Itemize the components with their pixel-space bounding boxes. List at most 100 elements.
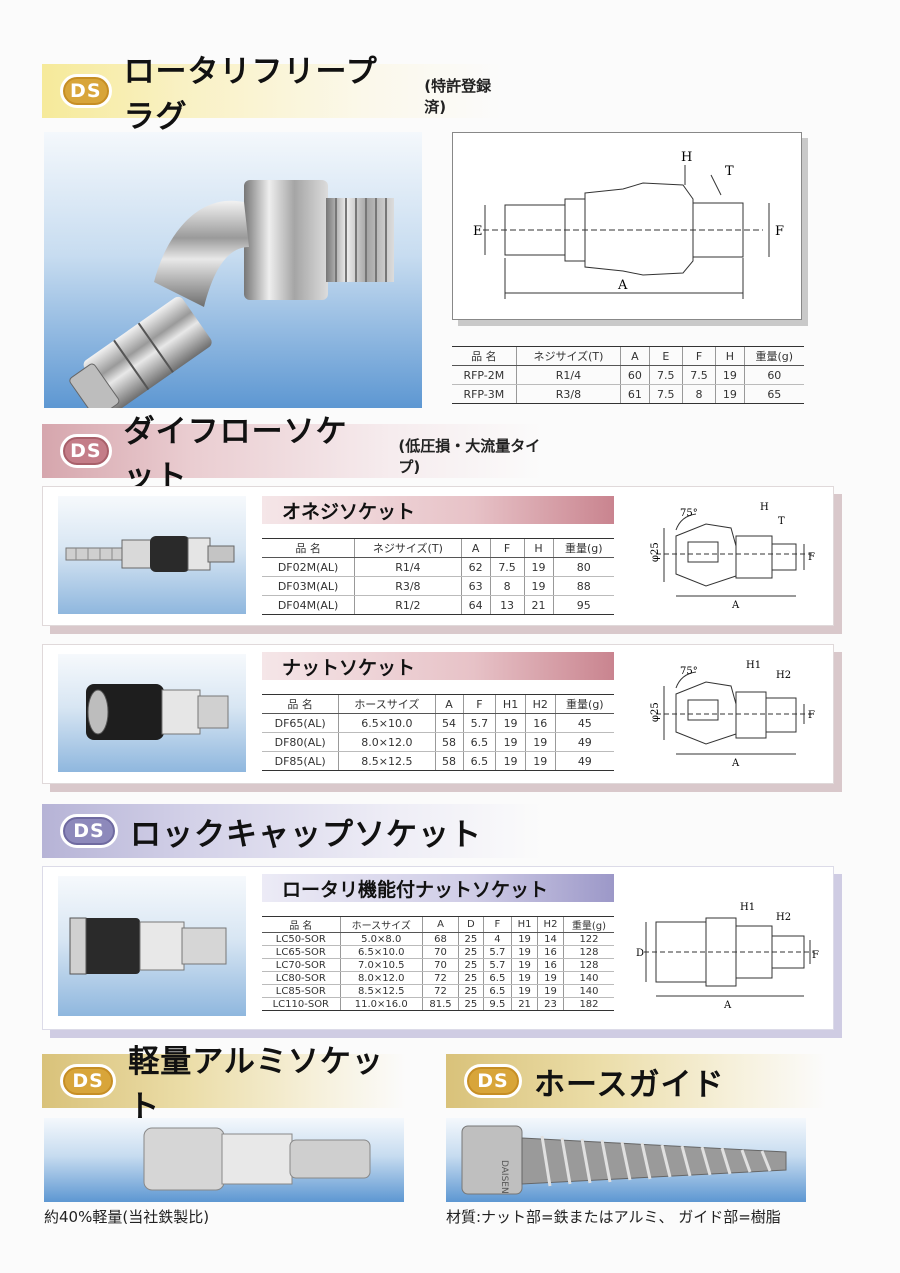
cell: 58	[434, 751, 464, 771]
label-angle: 75°	[680, 666, 698, 677]
label-phi: φ25	[650, 542, 661, 562]
table-header: A	[434, 694, 464, 714]
technical-drawing-rotary-plug: H T E F A	[452, 132, 802, 320]
section-header-rotary-free-plug: DS ロータリフリープラグ (特許登録済)	[42, 54, 502, 135]
cell: 19	[495, 732, 526, 752]
ds-logo: DS	[60, 74, 112, 108]
cell: 88	[552, 576, 614, 596]
table-row: DF03M(AL) R3/8 63 8 19 88	[262, 576, 614, 596]
cell: LC70-SOR	[262, 958, 341, 972]
cell: 4	[482, 932, 512, 946]
section-title: ホースガイド	[534, 1066, 725, 1103]
product-photo-rotary-nut-socket	[58, 876, 246, 1016]
cell: 25	[458, 945, 484, 959]
cell: RFP-3M	[452, 384, 517, 404]
table-header: 品 名	[262, 538, 355, 558]
cell: 19	[537, 971, 564, 985]
cell: 6.5×10.0	[338, 713, 435, 733]
cell: 6.5	[462, 751, 496, 771]
cell: R1/2	[354, 595, 462, 615]
table-header: 品 名	[452, 346, 517, 366]
caption-hose-guide: 材質:ナット部=鉄またはアルミ、 ガイド部=樹脂	[446, 1208, 781, 1226]
cell: 19	[524, 751, 556, 771]
subsection-title: オネジソケット	[262, 496, 614, 524]
technical-drawing-rotary-nut-socket: H1 H2 D F A	[636, 882, 822, 1014]
cell: 19	[523, 557, 554, 577]
technical-drawing-nut-socket: 75° H1 H2 φ25 F A	[636, 654, 822, 772]
section-title: ロータリフリープラグ	[123, 54, 378, 135]
subsection-title: ナットソケット	[262, 652, 614, 680]
cell: 63	[460, 576, 491, 596]
label-e: E	[473, 224, 483, 239]
cell: 72	[421, 984, 459, 998]
label-f: F	[808, 710, 815, 721]
cell: 19	[495, 713, 526, 733]
cell: R1/4	[515, 365, 621, 385]
label-h2: H2	[776, 670, 791, 681]
cell: 19	[523, 576, 554, 596]
table-header: E	[648, 346, 683, 366]
spec-table-male-thread-socket: 品 名 ネジサイズ(T) A F H 重量(g) DF02M(AL) R1/4 …	[262, 538, 614, 615]
cell: 19	[715, 365, 745, 385]
label-t: T	[725, 164, 734, 179]
cell: DF85(AL)	[262, 751, 339, 771]
label-d: D	[636, 948, 644, 959]
cell: 16	[524, 713, 556, 733]
cell: 19	[495, 751, 526, 771]
table-row: DF02M(AL) R1/4 62 7.5 19 80	[262, 557, 614, 577]
cell: 16	[537, 958, 564, 972]
cell: LC80-SOR	[262, 971, 341, 985]
cell: 81.5	[421, 997, 459, 1011]
cell: 25	[458, 932, 484, 946]
cell: 7.5	[489, 557, 524, 577]
cell: 54	[434, 713, 464, 733]
cell: 49	[554, 751, 614, 771]
label-h: H	[760, 502, 769, 513]
cell: 70	[421, 945, 459, 959]
cell: DF02M(AL)	[262, 557, 355, 577]
cell: 25	[458, 984, 484, 998]
cell: 19	[715, 384, 745, 404]
table-row: LC70-SOR 7.0×10.5 70 25 5.7 19 16 128	[262, 958, 614, 972]
cell: 8.5×12.5	[338, 751, 435, 771]
section-header-lock-cap-socket: DS ロックキャップソケット	[42, 804, 542, 858]
table-row: DF65(AL) 6.5×10.0 54 5.7 19 16 45	[262, 713, 614, 733]
section-title: 軽量アルミソケット	[128, 1044, 384, 1125]
table-header: H1	[495, 694, 526, 714]
cell: 62	[460, 557, 491, 577]
cell: 11.0×16.0	[339, 997, 423, 1011]
table-row: LC50-SOR 5.0×8.0 68 25 4 19 14 122	[262, 932, 614, 946]
cell: 14	[537, 932, 564, 946]
cell: 16	[537, 945, 564, 959]
cell: LC65-SOR	[262, 945, 341, 959]
cell: 7.5	[648, 365, 683, 385]
cell: 68	[421, 932, 459, 946]
table-header: 重量(g)	[552, 538, 614, 558]
cell: R3/8	[354, 576, 462, 596]
table-header: ネジサイズ(T)	[354, 538, 462, 558]
brand-mark: DAISEN	[499, 1160, 509, 1194]
label-t: T	[778, 516, 785, 527]
cell: 8.0×12.0	[339, 971, 423, 985]
section-title: ダイフローソケット	[123, 414, 348, 495]
label-a: A	[723, 1000, 732, 1011]
cell: 70	[421, 958, 459, 972]
cell: 58	[434, 732, 464, 752]
caption-light-alumi-socket: 約40%軽量(当社鉄製比)	[44, 1208, 210, 1226]
subsection-title: ロータリ機能付ナットソケット	[262, 874, 614, 902]
cell: 21	[523, 595, 554, 615]
table-header: D	[458, 916, 484, 933]
cell: DF03M(AL)	[262, 576, 355, 596]
cell: 49	[554, 732, 614, 752]
cell: 8.0×12.0	[338, 732, 435, 752]
cell: 19	[537, 984, 564, 998]
cell: 182	[562, 997, 614, 1011]
section-header-light-alumi-socket: DS 軽量アルミソケット	[42, 1044, 406, 1125]
cell: 25	[458, 971, 484, 985]
table-row: DF80(AL) 8.0×12.0 58 6.5 19 19 49	[262, 732, 614, 752]
label-angle: 75°	[680, 508, 698, 519]
table-header: H2	[537, 916, 564, 933]
cell: 122	[562, 932, 614, 946]
label-f: F	[812, 950, 819, 961]
table-header: ホースサイズ	[339, 916, 423, 933]
